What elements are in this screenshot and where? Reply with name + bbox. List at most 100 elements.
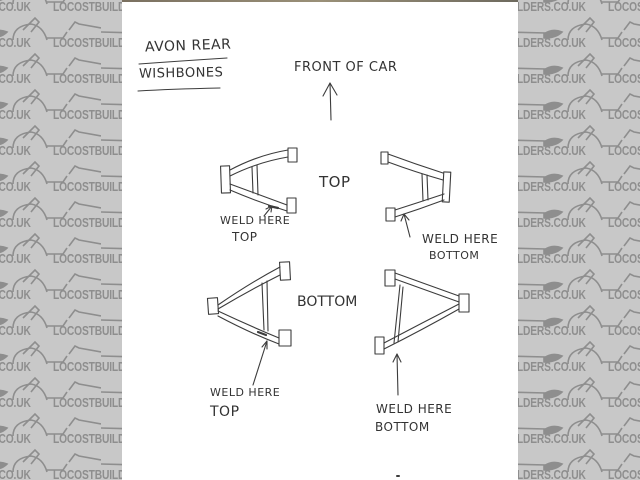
paper-top-edge	[122, 0, 518, 2]
car-silhouette-icon	[0, 52, 102, 77]
weld-note-1-line1: WELD HERE	[220, 214, 291, 227]
front-of-car-label: FRONT OF CAR	[294, 60, 398, 75]
car-silhouette-icon	[518, 124, 640, 149]
weld-note-3-line1: WELD HERE	[210, 386, 281, 399]
car-silhouette-icon	[0, 0, 66, 5]
title-line-2: WISHBONES	[138, 65, 224, 82]
sketch-paper: AVON REAR WISHBONES FRONT OF CAR TOP BOT…	[122, 0, 518, 480]
car-silhouette-icon	[518, 304, 640, 329]
title-line-1: AVON REAR	[144, 36, 232, 56]
car-silhouette-icon	[100, 211, 122, 214]
car-silhouette-icon	[0, 376, 102, 401]
car-silhouette-icon	[100, 463, 122, 466]
car-silhouette-icon	[518, 52, 640, 77]
car-silhouette-icon	[0, 124, 102, 149]
title-underline-1	[138, 57, 228, 65]
car-silhouette-icon	[518, 340, 640, 365]
car-silhouette-icon	[0, 16, 102, 41]
car-silhouette-icon	[0, 412, 102, 437]
car-silhouette-icon	[100, 319, 122, 322]
car-silhouette-icon	[100, 31, 122, 34]
front-arrow-shaft	[329, 82, 332, 121]
car-silhouette-icon	[518, 232, 640, 257]
car-silhouette-icon	[543, 0, 621, 5]
car-silhouette-icon	[518, 376, 640, 401]
wishbone-bottom-right	[374, 269, 470, 396]
car-silhouette-icon	[0, 304, 102, 329]
car-silhouette-icon	[100, 391, 122, 394]
car-silhouette-icon	[100, 427, 122, 430]
car-silhouette-icon	[518, 16, 640, 41]
title-underline-2	[137, 87, 221, 92]
car-silhouette-icon	[518, 268, 640, 293]
weld-note-1-line2: TOP	[232, 230, 258, 244]
wishbone-sketch	[137, 57, 470, 477]
car-silhouette-icon	[100, 247, 122, 250]
car-silhouette-icon	[518, 160, 640, 185]
car-silhouette-icon	[0, 88, 102, 113]
top-label: TOP	[319, 173, 351, 191]
weld-note-3-line2: TOP	[210, 404, 240, 420]
car-silhouette-icon	[101, 0, 122, 6]
wishbone-top-left	[219, 147, 298, 217]
car-silhouette-icon	[518, 196, 640, 221]
